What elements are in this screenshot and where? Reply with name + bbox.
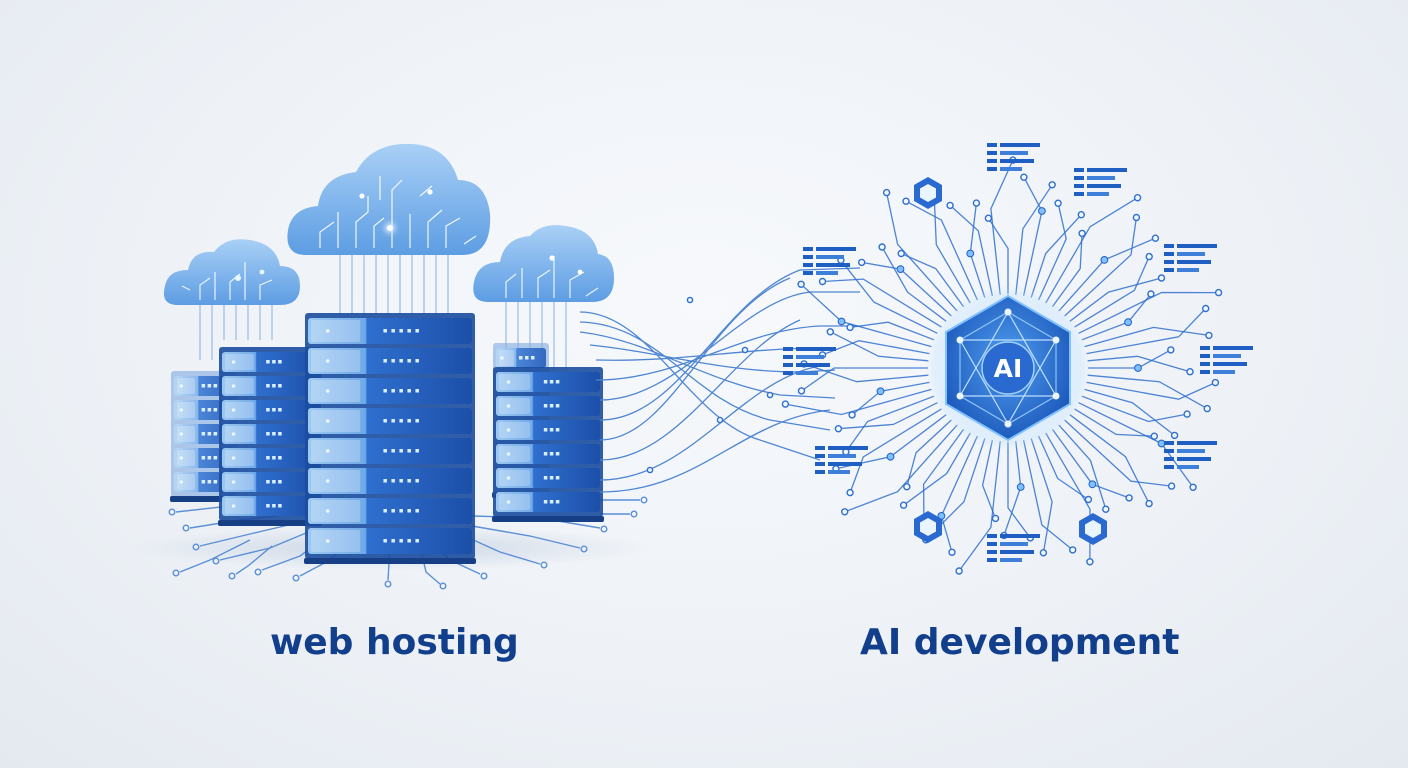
- code-snippet-icon: [987, 143, 1040, 171]
- web-hosting-label: web hosting: [270, 622, 519, 663]
- cloud-icon: [163, 239, 300, 305]
- server-rack-icon: [218, 347, 322, 526]
- server-racks-group: [170, 313, 604, 564]
- code-snippet-icon: [815, 446, 868, 474]
- hexagon-node-icon: [1079, 513, 1107, 545]
- ai-chip-icon: AI: [930, 290, 1086, 446]
- code-snippet-icon: [803, 247, 856, 275]
- code-snippet-icon: [1200, 346, 1253, 374]
- ai-development-label: AI development: [860, 622, 1180, 663]
- code-snippet-icon: [987, 534, 1040, 562]
- hexagon-node-icon: [914, 511, 942, 543]
- code-snippet-blocks: [783, 143, 1253, 562]
- code-snippet-icon: [1164, 244, 1217, 272]
- server-rack-icon: [492, 367, 604, 522]
- code-snippet-icon: [1074, 168, 1127, 196]
- cloud-server-links: [199, 255, 567, 370]
- cloud-icon: [473, 225, 614, 302]
- ai-circuit-lines: [781, 156, 1223, 575]
- code-snippet-icon: [1164, 441, 1217, 469]
- ai-core-label: AI: [994, 354, 1023, 383]
- hexagon-node-icon: [914, 177, 942, 209]
- data-link-lines: [579, 267, 861, 493]
- code-snippet-icon: [783, 347, 836, 375]
- server-rack-icon: [304, 313, 476, 564]
- cloud-icon: [287, 143, 491, 255]
- data-link-nodes: [646, 296, 774, 474]
